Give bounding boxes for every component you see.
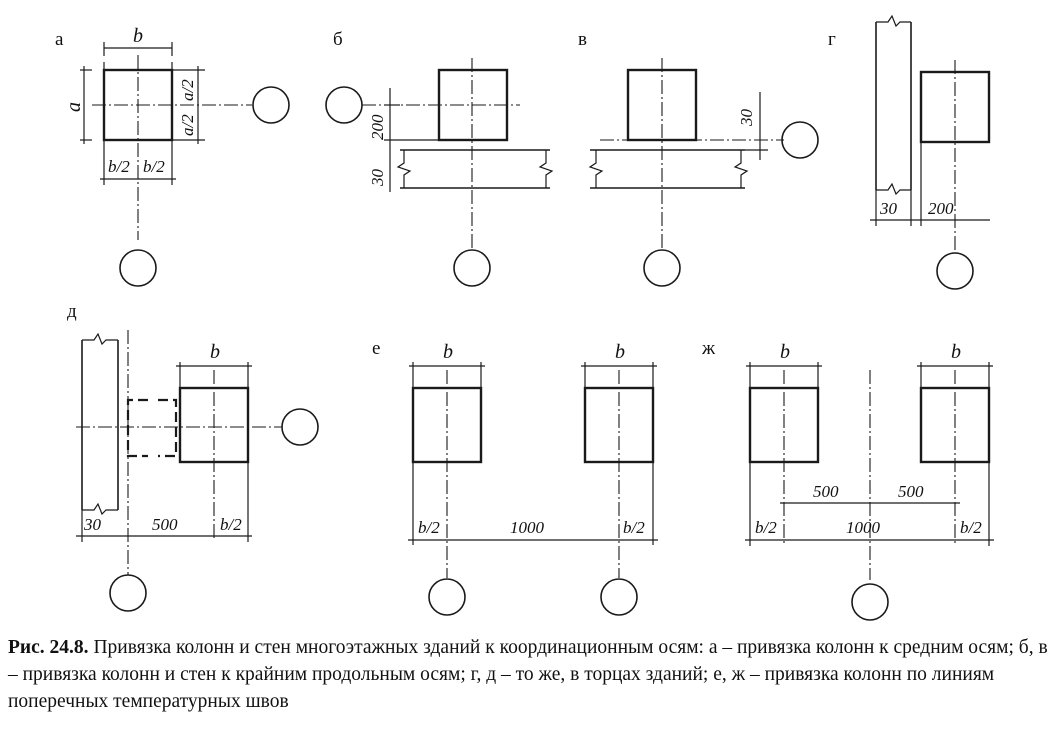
dim-label-200: 200 [928,199,954,218]
dim-label-1000: 1000 [846,518,881,537]
dim-label-a-half-bottom: a/2 [178,114,197,136]
figure-caption-text: Привязка колонн и стен многоэтажных здан… [8,637,1048,712]
dim-label-b-half: b/2 [755,518,777,537]
panel-label-b: б [333,29,343,50]
axis-marker-circle [281,408,319,446]
axis-marker-circle [453,249,491,287]
dim-label-b-half: b/2 [960,518,982,537]
break-line [82,332,118,346]
break-line [876,182,911,196]
panel-b: б 200 30 [325,29,554,287]
axis-marker-circle [781,121,819,159]
dim-label-b-half: b/2 [623,518,645,537]
axis-marker-circle [428,578,466,616]
panel-a: а b a a/2 a/2 b/2 b/2 [55,25,290,287]
break-line [538,150,554,188]
dim-label-30: 30 [737,109,756,128]
dim-label-a: a [63,102,85,112]
axis-marker-circle [119,249,157,287]
figure-caption-label: Рис. 24.8. [8,637,89,658]
break-line [733,150,749,188]
dim-label-500: 500 [152,515,178,534]
embedded-element [126,398,148,458]
dim-label-200: 200 [368,114,387,140]
dim-label-b-half: b/2 [418,518,440,537]
panel-label-g: г [828,29,836,50]
dim-label-30: 30 [83,515,102,534]
dim-label-b-half: b/2 [220,515,242,534]
dim-label-b: b [443,341,453,363]
dim-label-a-half-top: a/2 [178,79,197,101]
panel-label-zh: ж [701,338,716,359]
break-line [876,14,911,28]
panel-label-e: е [372,338,380,359]
dim-label-500: 500 [898,482,924,501]
panel-label-a: а [55,29,64,50]
dim-label-30: 30 [368,169,387,188]
break-line [396,150,412,188]
panel-g: г 30 200 [828,14,991,290]
dim-label-30: 30 [879,199,898,218]
dim-label-b: b [615,341,625,363]
axis-marker-circle [109,574,147,612]
dim-label-1000: 1000 [510,518,545,537]
axis-marker-circle [252,86,290,124]
embedded-element [158,398,178,458]
panel-v: в 30 [578,29,819,287]
panel-e: е b b b/2 1000 b/2 [372,338,658,616]
panel-label-d: д [67,301,77,322]
panel-d: д b 30 500 b/2 [67,301,319,612]
axis-marker-circle [936,252,974,290]
axis-marker-circle [851,583,889,621]
dim-label-b-half-right: b/2 [143,157,165,176]
dim-label-b-half-left: b/2 [108,157,130,176]
panel-label-v: в [578,29,587,50]
dim-label-b: b [951,341,961,363]
dim-label-b: b [133,25,143,47]
figure-caption: Рис. 24.8. Привязка колонн и стен многоэ… [8,634,1048,715]
dim-label-b: b [210,341,220,363]
dim-label-b: b [780,341,790,363]
dim-label-500: 500 [813,482,839,501]
column-binding-diagram: а b a a/2 a/2 b/2 b/2 б [55,14,994,621]
break-line [82,502,118,516]
break-line [588,150,604,188]
axis-marker-circle [325,86,363,124]
axis-marker-circle [643,249,681,287]
axis-marker-circle [600,578,638,616]
panel-zh: ж b b 500 500 b/2 1000 b/2 [701,338,994,621]
